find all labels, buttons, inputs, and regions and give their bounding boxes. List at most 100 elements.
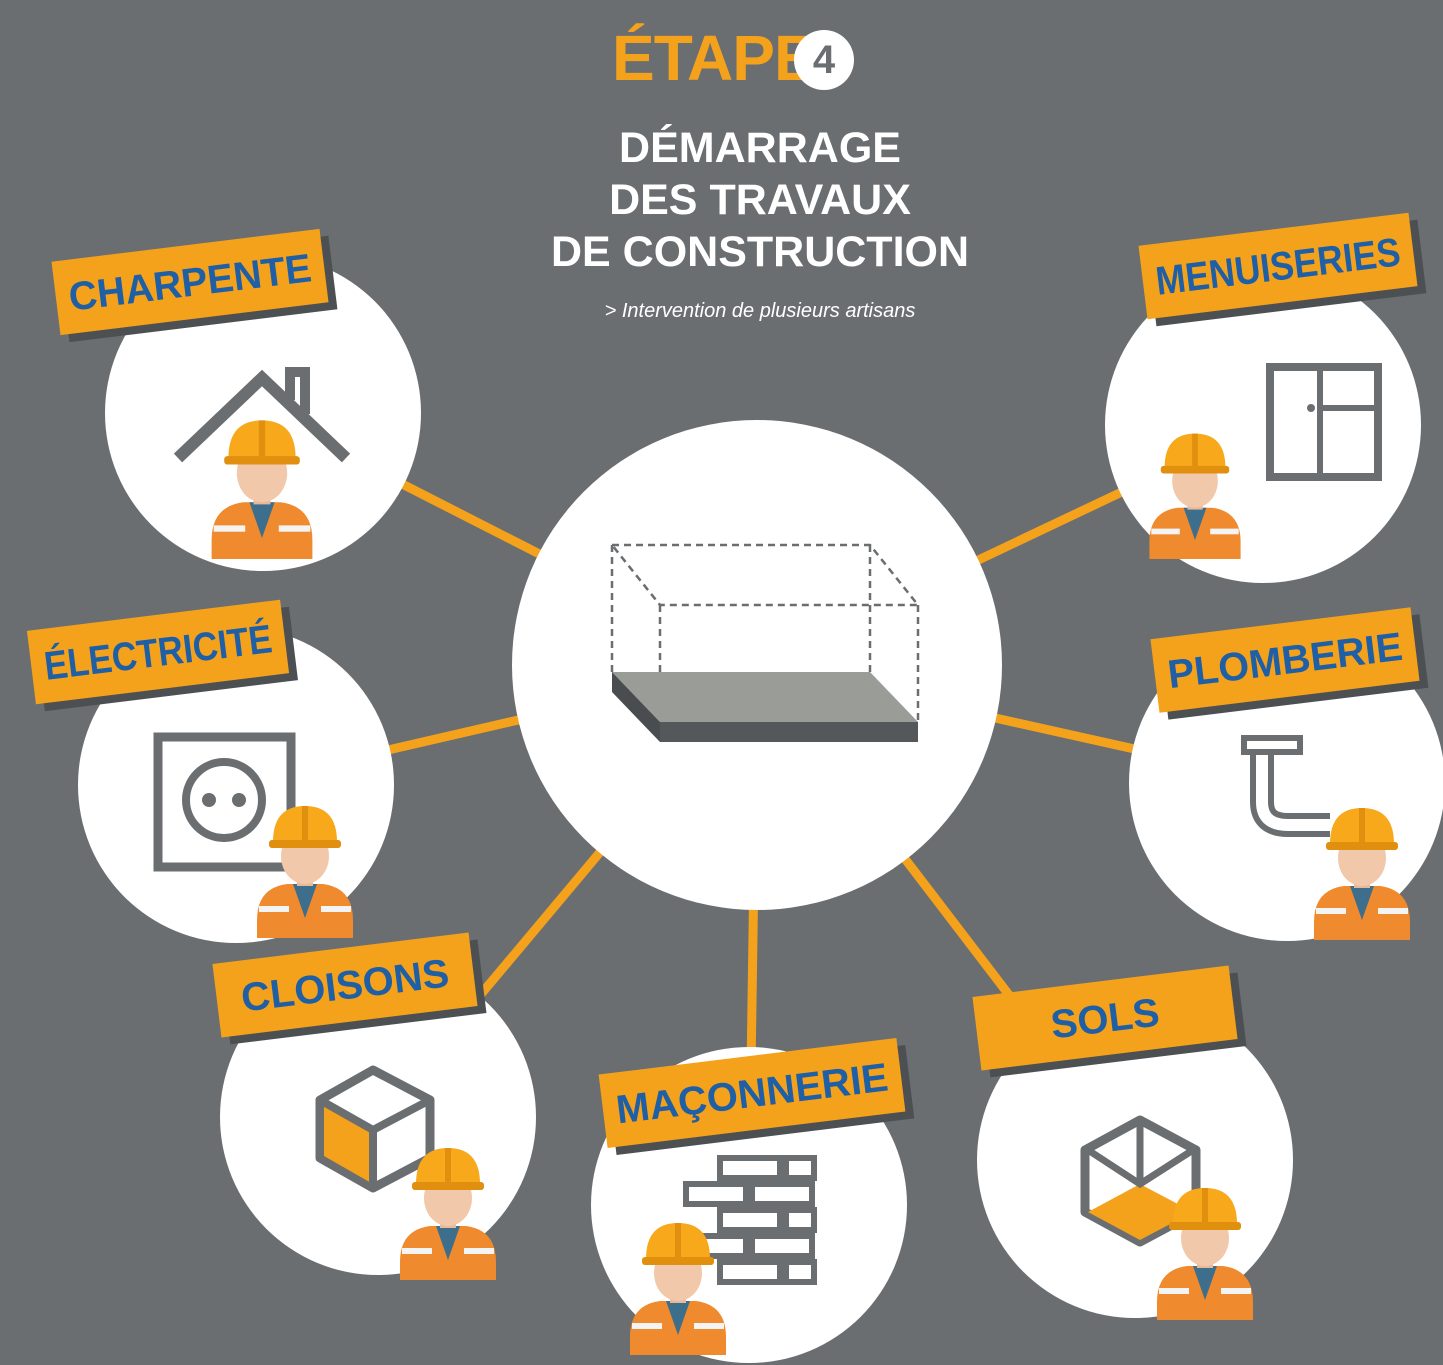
brick [783,1155,817,1181]
box-top-dashed [609,543,921,607]
outlet-hole [232,793,246,807]
subtitle: > Intervention de plusieurs artisans [604,300,916,322]
reflective-stripe [213,525,246,532]
pipe-icon [1241,735,1330,837]
helmet-brim [642,1257,714,1265]
pipe-inner [1256,752,1330,831]
center-circle [512,420,1002,910]
worker-icon [1157,1188,1253,1320]
slab-top [612,672,918,722]
label-banner [1150,607,1420,713]
reflective-stripe [694,1323,724,1329]
main-title-line-1: DÉMARRAGE [619,124,901,172]
roof-line [173,369,351,463]
step-title: ÉTAPE [612,22,817,94]
reflective-stripe [464,1248,494,1254]
reflective-stripe [1316,908,1346,914]
window-icon [1266,363,1382,481]
brick [683,1181,749,1207]
trade-label-maconnerie: MAÇONNERIE [598,1037,915,1155]
helmet-ridge [1192,433,1198,466]
reflective-stripe [1378,908,1408,914]
header: ÉTAPE 4 DÉMARRAGE DES TRAVAUX DE CONSTRU… [0,0,1443,340]
cube-floor-highlight [1088,1184,1193,1240]
label-banner [972,965,1238,1071]
main-title: DÉMARRAGE DES TRAVAUX DE CONSTRUCTION [500,122,1020,278]
trade-node-maconnerie: MAÇONNERIE [591,1037,915,1363]
brick [783,1207,817,1233]
label-banner [51,228,329,336]
trade-circle [105,255,421,571]
power-outlet-icon [153,732,296,872]
chimney [285,367,310,414]
pipe-flange [1241,735,1303,755]
helmet-ridge [445,1148,451,1182]
label-banner [1138,212,1418,320]
trade-label-menuiseries: MENUISERIES [1138,212,1427,327]
reflective-stripe [402,1248,432,1254]
shirt [1183,507,1207,540]
reflective-stripe [1151,528,1180,535]
shirt [436,1226,460,1260]
brick [717,1259,783,1285]
trade-node-plomberie: PLOMBERIE [1129,607,1443,941]
trade-label-electricite: ÉLECTRICITÉ [26,599,298,712]
helmet-ridge [675,1223,681,1257]
center-node [512,420,1002,910]
helmet-ridge [302,806,308,840]
window-frame [1266,363,1382,481]
trade-label-charpente: CHARPENTE [51,228,338,343]
brick [717,1207,783,1233]
main-title-line-2: DES TRAVAUX [609,176,911,224]
worker-icon [257,806,353,938]
worker-icon [1314,808,1410,940]
worker-icon [211,420,313,559]
reflective-stripe [1221,1288,1251,1294]
brick [749,1233,815,1259]
reflective-stripe [278,525,311,532]
helmet-brim [412,1182,484,1190]
label-banner [212,932,478,1038]
helmet-ridge [1359,808,1365,842]
trade-node-charpente: CHARPENTE [51,228,421,571]
label-banner [26,599,290,705]
shirt [1193,1266,1217,1300]
worker-icon [1149,433,1241,559]
trade-label-plomberie: PLOMBERIE [1150,607,1429,720]
brick [783,1259,817,1285]
helmet-brim [224,456,300,465]
outlet-plate [153,732,296,872]
cube-edges [1086,1147,1195,1189]
trade-node-sols: SOLS [972,965,1293,1320]
reflective-stripe [1210,528,1239,535]
outlet-socket [182,758,266,842]
brick [749,1181,815,1207]
reflective-stripe [321,906,351,912]
reflective-stripe [632,1323,662,1329]
slab-side [612,672,660,742]
reflective-stripe [1159,1288,1189,1294]
roof-icon [173,367,351,463]
helmet-brim [1169,1222,1241,1230]
window-handle [1307,404,1315,412]
main-title-line-3: DE CONSTRUCTION [550,228,970,276]
slab-front [660,722,918,742]
outlet-hole [202,793,216,807]
label-banner [598,1037,906,1149]
trade-node-cloisons: CLOISONS [212,932,536,1280]
shirt [666,1301,690,1335]
brick [717,1155,783,1181]
helmet-brim [1326,842,1398,850]
helmet-ridge [258,420,266,457]
building-foundation-slab-icon [609,543,921,742]
worker-icon [630,1223,726,1355]
reflective-stripe [259,906,289,912]
step-number-badge: 4 [794,30,854,90]
trade-label-sols: SOLS [972,965,1247,1078]
brick-wall-icon [683,1155,817,1285]
shirt [293,884,317,918]
trade-node-electricite: ÉLECTRICITÉ [26,599,394,943]
worker-icon [400,1148,496,1280]
